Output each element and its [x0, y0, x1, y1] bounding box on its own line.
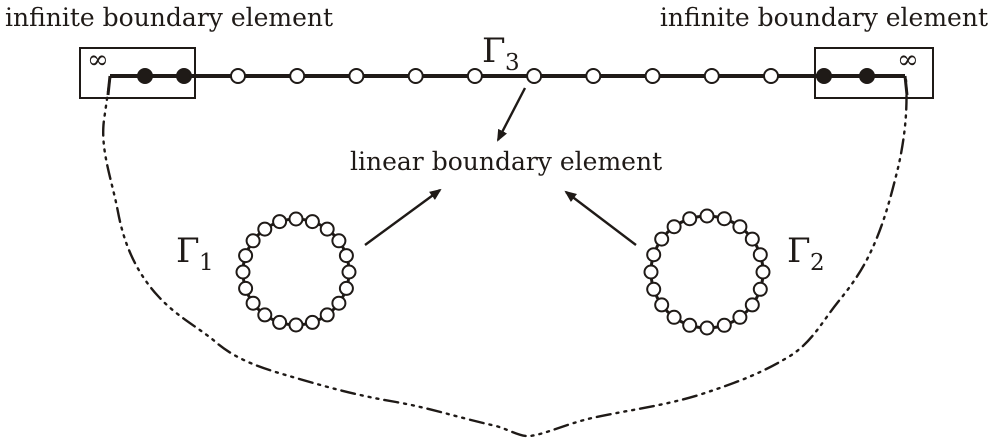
- gamma3-node-open: [407, 68, 424, 84]
- gamma3-node-open: [289, 68, 306, 84]
- gamma2-node: [744, 231, 760, 247]
- gamma2-circle: [649, 214, 765, 330]
- infinite-element-label-left: infinite boundary element: [5, 3, 333, 32]
- gamma3-node-open: [703, 68, 720, 84]
- gamma2-node: [755, 264, 771, 280]
- gamma3-letter: Γ: [482, 31, 506, 71]
- gamma2-node: [646, 281, 662, 297]
- gamma1-node: [245, 295, 261, 311]
- gamma1-subscript: 1: [199, 250, 214, 276]
- infinite-element-lead-right: [903, 75, 909, 96]
- gamma1-node: [257, 221, 273, 237]
- gamma2-node: [682, 211, 698, 227]
- gamma2-node: [643, 264, 659, 280]
- gamma2-node: [752, 281, 768, 297]
- gamma2-node: [666, 309, 682, 325]
- gamma2-node: [732, 309, 748, 325]
- gamma1-node: [319, 307, 335, 323]
- gamma1-node: [245, 233, 261, 249]
- gamma1-node: [288, 211, 304, 227]
- gamma1-node: [257, 307, 273, 323]
- gamma1-node: [235, 264, 251, 280]
- gamma1-node: [319, 221, 335, 237]
- gamma3-node-open: [585, 68, 602, 84]
- gamma1-node: [272, 214, 288, 230]
- gamma3-node-open: [348, 68, 365, 84]
- gamma2-nodes: [643, 208, 771, 336]
- gamma2-node: [646, 247, 662, 263]
- gamma1-nodes: [235, 211, 357, 333]
- gamma2-node: [699, 208, 715, 224]
- infinite-element-node-left: [137, 68, 153, 84]
- infinite-element-node-right: [816, 68, 832, 84]
- infinite-element-box-right: [814, 47, 934, 99]
- gamma2-node: [744, 297, 760, 313]
- gamma1-node: [331, 233, 347, 249]
- gamma1-node: [338, 280, 354, 296]
- gamma2-node: [682, 317, 698, 333]
- gamma2-node: [666, 219, 682, 235]
- gamma1-node: [304, 314, 320, 330]
- infinite-element-lead-left: [106, 75, 112, 96]
- gamma2-node: [699, 320, 715, 336]
- gamma1-circle: [241, 217, 351, 327]
- gamma3-node-open: [466, 68, 483, 84]
- gamma1-node: [272, 314, 288, 330]
- arrow-gamma3-to-label: [496, 87, 527, 142]
- infinite-element-label-right: infinite boundary element: [660, 3, 988, 32]
- gamma1-node: [331, 295, 347, 311]
- gamma3-node-open: [763, 68, 779, 84]
- gamma2-letter: Γ: [787, 231, 811, 271]
- gamma2-subscript: 2: [810, 250, 825, 276]
- gamma2-node: [716, 317, 732, 333]
- gamma2-node: [752, 247, 768, 263]
- gamma2-node: [654, 297, 670, 313]
- gamma1-node: [238, 280, 254, 296]
- gamma1-node: [238, 248, 254, 264]
- gamma1-node: [341, 264, 357, 280]
- linear-element-label: linear boundary element: [350, 147, 662, 176]
- infinity-symbol-right: ∞: [897, 45, 919, 75]
- gamma3-nodes: [137, 68, 875, 84]
- arrow-gamma1-to-label: [364, 188, 442, 246]
- infinite-element-node-right: [859, 68, 875, 84]
- gamma1-node: [288, 317, 304, 333]
- far-field-boundary: [102, 76, 908, 438]
- gamma3-subscript: 3: [505, 50, 520, 76]
- gamma2-node: [716, 211, 732, 227]
- arrow-gamma2-to-label: [564, 190, 637, 246]
- gamma1-node: [338, 248, 354, 264]
- infinite-element-node-left: [176, 68, 192, 84]
- infinity-symbol-left: ∞: [87, 45, 109, 75]
- gamma1-label: Γ 1: [176, 231, 214, 276]
- gamma2-node: [732, 219, 748, 235]
- gamma2-node: [654, 231, 670, 247]
- gamma3-node-open: [230, 68, 246, 84]
- infinite-element-box-left: [79, 47, 196, 99]
- gamma3-node-open: [526, 68, 543, 84]
- gamma1-node: [304, 214, 320, 230]
- gamma3-label: Γ 3: [482, 31, 520, 76]
- gamma2-label: Γ 2: [787, 231, 825, 276]
- gamma1-letter: Γ: [176, 231, 200, 271]
- gamma3-node-open: [644, 68, 661, 84]
